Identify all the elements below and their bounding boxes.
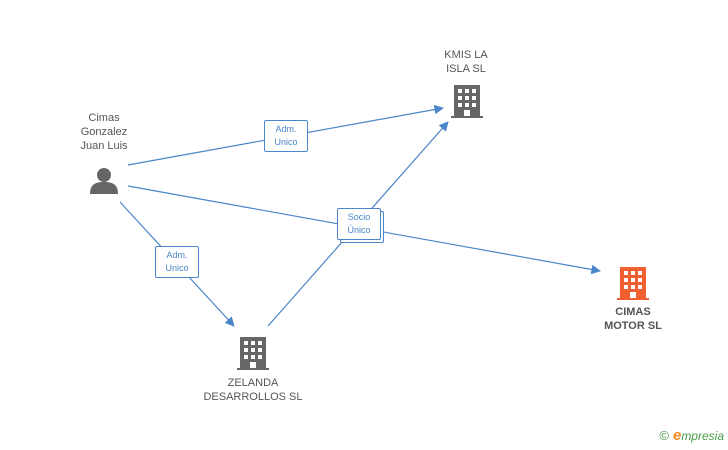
edge-label-person-zelanda: Adm. Unico [155,246,199,278]
building-icon-cimas-motor[interactable] [617,267,649,300]
building-icon-zelanda[interactable] [237,337,269,370]
person-icon[interactable] [90,168,118,194]
copyright-icon: © [659,428,669,443]
edge-label-person-kmis: Adm. Unico [264,120,308,152]
kmis-label[interactable]: KMIS LA ISLA SL [444,49,488,75]
person-label[interactable]: Cimas Gonzalez Juan Luis [80,112,128,152]
brand-initial: e [672,427,682,444]
brand-name: mpresia [681,429,724,443]
zelanda-label[interactable]: ZELANDA DESARROLLOS SL [203,377,303,403]
building-icon-kmis[interactable] [451,84,483,118]
cimas-motor-label[interactable]: CIMAS MOTOR SL [604,306,662,332]
edge-label-zelanda-kmis: Socio Único [337,208,381,240]
empresia-watermark: ©empresia [659,427,724,444]
